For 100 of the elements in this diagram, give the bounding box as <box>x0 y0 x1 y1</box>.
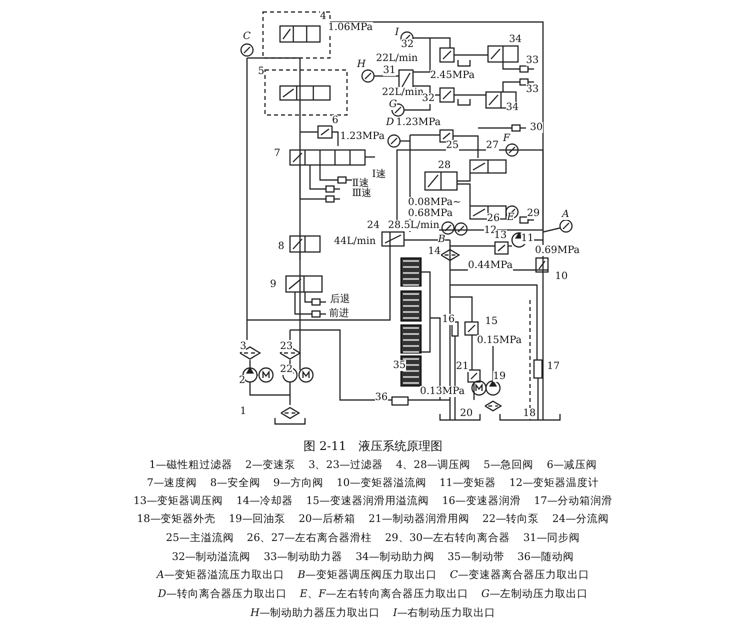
port-label: 后退 <box>330 294 350 305</box>
callout-number: 17 <box>547 361 560 372</box>
port-label: Ⅱ速 <box>352 178 369 189</box>
key-entry: 10—变矩器溢流阀 <box>336 477 426 490</box>
key-entry: 4、28—调压阀 <box>396 459 471 472</box>
key-entry: 21—制动器润滑用阀 <box>368 513 470 526</box>
callout-number: 31 <box>383 65 396 76</box>
callout-number: 7 <box>274 148 280 159</box>
pressure-label: 1.23MPa <box>396 117 441 128</box>
port-letter: G <box>389 99 397 110</box>
callout-number: 2 <box>239 375 246 386</box>
pressure-label: 0.15MPa <box>477 335 522 346</box>
key-entry: C—变速器离合器压力取出口 <box>450 569 590 582</box>
port-letter: E <box>507 212 514 223</box>
callout-number: 8 <box>278 241 284 252</box>
key-entry: D—转向离合器压力取出口 <box>158 588 287 601</box>
callout-number: 26 <box>487 213 500 224</box>
callout-number: 34 <box>506 102 519 113</box>
key-entry: 31—同步阀 <box>523 532 580 545</box>
key-entry: 15—变速器润滑用溢流阀 <box>306 495 429 508</box>
key-entry: 16—变速器润滑 <box>442 495 521 508</box>
key-entry: 17—分动箱润滑 <box>534 495 613 508</box>
port-label: Ⅲ速 <box>352 188 372 199</box>
flow-label: 22L/min <box>376 53 418 64</box>
callout-number: 29 <box>527 208 540 219</box>
callout-number: 27 <box>486 140 499 151</box>
port-letter: C <box>243 31 251 42</box>
key-entry: G—左制动压力取出口 <box>481 588 588 601</box>
key-entry: 12—变矩器温度计 <box>509 477 600 490</box>
key-entry: 2—变速泵 <box>245 459 296 472</box>
key-entry: 5—急回阀 <box>484 459 534 472</box>
callout-number: 36 <box>375 392 388 403</box>
callout-number: 32 <box>401 39 414 50</box>
callout-number: 1 <box>240 406 246 417</box>
flow-label: 28.5L/min <box>388 220 440 231</box>
key-entry: 19—回油泵 <box>228 513 286 526</box>
pressure-label: 0.44MPa <box>468 260 513 271</box>
port-label: 前进 <box>329 308 349 319</box>
port-letter: F <box>503 133 510 144</box>
callout-number: 20 <box>460 408 473 419</box>
key-entry: 9—方向阀 <box>273 477 324 490</box>
callout-number: 10 <box>555 271 568 282</box>
key-entry: E、F—左右转向离合器压力取出口 <box>300 588 468 601</box>
callout-number: 33 <box>526 55 539 66</box>
callout-number: 14 <box>428 246 441 257</box>
callout-number: 34 <box>509 34 522 45</box>
key-entry: 33—制动助力器 <box>264 551 343 564</box>
key-entry: 11—变矩器 <box>439 477 496 490</box>
key-entry: 34—制动助力阀 <box>356 551 434 564</box>
callout-number: 11 <box>521 233 534 244</box>
pressure-label: 0.08MPa~ <box>408 197 462 208</box>
key-entry: 26、27—左右离合器滑柱 <box>246 532 372 545</box>
port-letter: H <box>357 59 366 70</box>
pressure-label: 0.69MPa <box>535 245 580 256</box>
callout-number: 3 <box>240 341 246 352</box>
port-letter: A <box>562 209 570 220</box>
callout-number: 30 <box>530 122 543 133</box>
port-label: Ⅰ速 <box>372 169 386 180</box>
key-entry: 22—转向泵 <box>482 513 540 526</box>
callout-number: 4 <box>320 11 326 22</box>
key-entry: 24—分流阀 <box>552 513 610 526</box>
key-entry: H—制动助力器压力取出口 <box>250 607 380 620</box>
key-entry: 13—变矩器调压阀 <box>133 495 224 508</box>
callout-number: 9 <box>270 279 276 290</box>
key-entry: 29、30—左右转向离合器 <box>385 532 510 545</box>
key-entry: 8—安全阀 <box>210 477 260 490</box>
key-entry: 25—主溢流阀 <box>166 532 234 545</box>
callout-number: 22 <box>280 364 293 375</box>
pressure-label: 0.68MPa <box>408 208 453 219</box>
callout-number: 23 <box>280 341 293 352</box>
pressure-label: 0.13MPa <box>420 386 465 397</box>
key-entry: 20—后桥箱 <box>298 513 356 526</box>
key-entry: I—右制动压力取出口 <box>393 607 496 620</box>
key-entry: 1—磁性粗过滤器 <box>149 459 232 472</box>
pressure-label: 1.23MPa <box>340 131 385 142</box>
callout-number: 22L/min <box>382 87 424 98</box>
key-entry: 3、23—过滤器 <box>308 459 383 472</box>
callout-number: 18 <box>523 408 536 419</box>
callout-number: 24 <box>367 220 380 231</box>
port-letter: I <box>395 27 399 38</box>
key-entry: 32—制动溢流阀 <box>172 551 251 564</box>
key-entry: B—变矩器调压阀压力取出口 <box>298 569 437 582</box>
flow-label: 32 <box>422 93 435 104</box>
key-entry: A—变矩器溢流压力取出口 <box>156 569 285 582</box>
callout-number: 35 <box>393 360 406 371</box>
callout-number: 25 <box>446 140 459 151</box>
port-letter: B <box>438 234 446 245</box>
key-entry: 14—冷却器 <box>236 495 294 508</box>
pressure-label: 1.06MPa <box>328 22 373 33</box>
key-entry: 7—速度阀 <box>146 477 198 490</box>
key-entry: 36—随动阀 <box>517 551 574 564</box>
callout-number: 16 <box>442 314 455 325</box>
key-entry: 35—制动带 <box>447 551 504 564</box>
pressure-label: 2.45MPa <box>430 70 475 81</box>
callout-number: 5 <box>258 66 264 77</box>
figure-title: 图 2-11 液压系统原理图 <box>302 438 444 455</box>
key-entry: 6—减压阀 <box>546 459 597 472</box>
callout-number: 33 <box>526 84 539 95</box>
callout-number: 28 <box>438 160 451 171</box>
flow-label: 44L/min <box>334 236 376 247</box>
